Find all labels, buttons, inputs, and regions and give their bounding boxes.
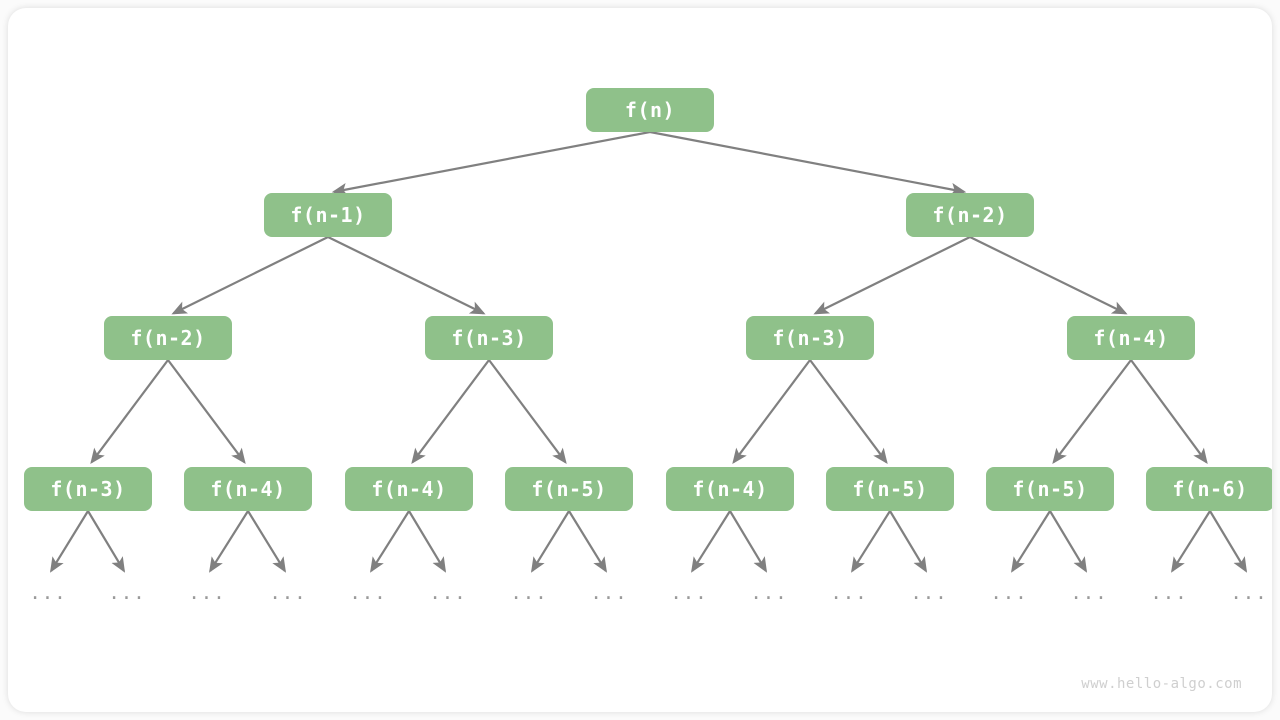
tree-node-label: f(n-3) [50,477,126,501]
tree-leaf-edge [1209,510,1248,573]
ellipsis-marker: ... [510,582,548,604]
tree-leaf-edge [370,510,410,573]
tree-leaf-edge [1171,510,1211,573]
ellipsis-marker: ... [429,582,467,604]
tree-node-label: f(n-4) [692,477,768,501]
tree-node[interactable]: f(n-2) [906,193,1034,237]
ellipsis-marker: ... [910,582,948,604]
tree-edge [649,130,967,196]
tree-leaf-edge [530,510,570,573]
tree-node-label: f(n-5) [1012,477,1088,501]
ellipsis-marker: ... [29,582,67,604]
tree-node[interactable]: f(n-5) [986,467,1114,511]
tree-leaf-edge [1049,510,1088,573]
tree-node[interactable]: f(n-4) [345,467,473,511]
tree-edge [171,236,329,315]
tree-leaf-edge [729,510,768,573]
tree-node[interactable]: f(n-3) [24,467,152,511]
watermark: www.hello-algo.com [1081,676,1242,692]
tree-node-label: f(n-6) [1172,477,1248,501]
tree-node-label: f(n-3) [451,326,527,350]
tree-leaf-edge [1011,510,1051,573]
tree-edge [969,236,1128,315]
tree-node[interactable]: f(n-6) [1146,467,1272,511]
tree-leaf-edge [568,510,608,573]
tree-node-label: f(n-1) [290,203,366,227]
tree-node[interactable]: f(n-2) [104,316,232,360]
tree-node[interactable]: f(n-3) [425,316,553,360]
edges-group [49,130,1248,573]
tree-node[interactable]: f(n-3) [746,316,874,360]
tree-node-label: f(n-3) [772,326,848,350]
tree-edge [732,359,811,464]
tree-node[interactable]: f(n-4) [1067,316,1195,360]
diagram-canvas: f(n) f(n-1) f(n-2) f(n-2) f(n-3) f(n-3) f(n-4)… [8,8,1272,712]
tree-edge [90,359,169,464]
ellipsis-marker: ... [1070,582,1108,604]
tree-leaf-edge [49,510,89,573]
tree-node[interactable]: f(n) [586,88,714,132]
tree-node-label: f(n-2) [932,203,1008,227]
ellipsis-marker: ... [1230,582,1268,604]
tree-edge [1130,359,1208,464]
tree-leaf-edge [247,510,287,573]
edge-layer [49,130,1248,573]
tree-edge [1052,359,1132,464]
tree-node-label: f(n-4) [371,477,447,501]
ellipsis-marker: ... [750,582,788,604]
tree-edge [327,236,486,315]
tree-node-label: f(n-2) [130,326,206,350]
tree-leaf-edge [691,510,731,573]
tree-leaf-edge [889,510,928,573]
tree-node[interactable]: f(n-5) [826,467,954,511]
tree-node-label: f(n-5) [531,477,607,501]
tree-node[interactable]: f(n-4) [184,467,312,511]
ellipsis-marker: ... [108,582,146,604]
tree-node[interactable]: f(n-4) [666,467,794,511]
tree-edge [331,130,651,196]
ellipsis-marker: ... [1150,582,1188,604]
ellipsis-marker: ... [830,582,868,604]
tree-node-label: f(n-4) [1093,326,1169,350]
tree-node[interactable]: f(n-5) [505,467,633,511]
tree-edge [411,359,490,464]
tree-leaf-edge [87,510,126,573]
tree-node[interactable]: f(n-1) [264,193,392,237]
tree-leaf-edge [408,510,447,573]
ellipsis-marker: ... [590,582,628,604]
tree-edge [167,359,246,464]
tree-edge [809,359,888,464]
tree-node-label: f(n-5) [852,477,928,501]
ellipsis-marker: ... [990,582,1028,604]
tree-leaf-edge [209,510,249,573]
tree-leaf-edge [851,510,891,573]
ellipsis-marker: ... [269,582,307,604]
tree-edge [813,236,971,315]
tree-edge [488,359,567,464]
tree-node-label: f(n-4) [210,477,286,501]
ellipsis-marker: ... [188,582,226,604]
ellipsis-marker: ... [670,582,708,604]
ellipsis-marker: ... [349,582,387,604]
tree-node-label: f(n) [624,98,676,122]
